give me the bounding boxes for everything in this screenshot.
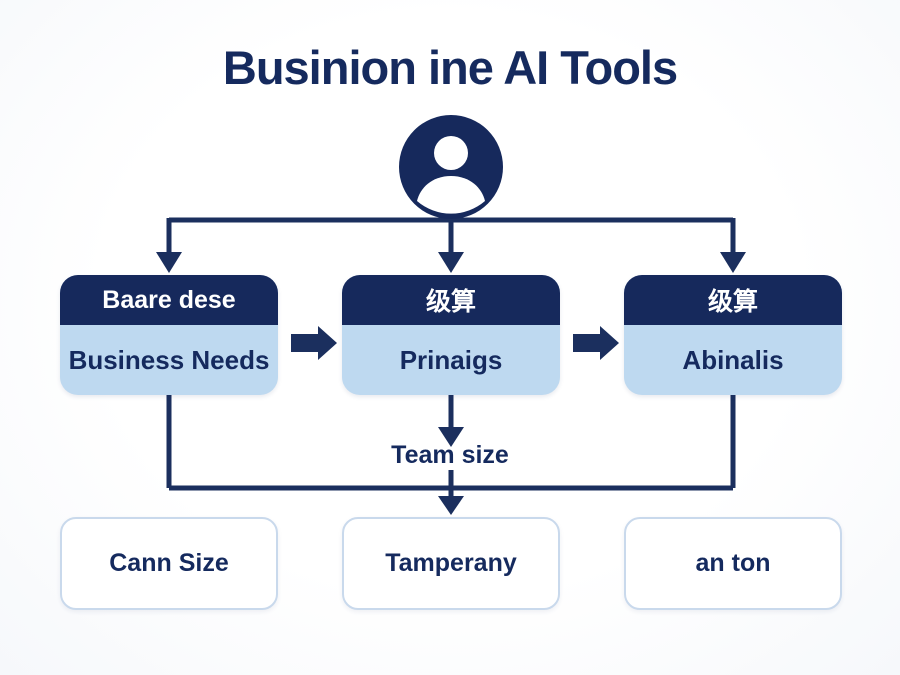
stage-header: 级算 — [342, 275, 560, 325]
stage-label: Business Needs — [68, 344, 270, 375]
stage-box-abinalis: 级算 Abinalis — [624, 275, 842, 395]
top-rail — [166, 217, 736, 256]
team-size-label: Team size — [391, 441, 509, 469]
stage-label: Prinaigs — [399, 344, 503, 375]
stage-box-business-needs: Baare dese Business Needs — [60, 275, 278, 395]
stage-header: 级算 — [624, 275, 842, 325]
output-box-tamperany: Tamperany — [342, 517, 560, 610]
user-icon — [399, 115, 503, 219]
stage-label: Abinalis — [682, 344, 784, 375]
output-box-an-ton: an ton — [624, 517, 842, 610]
output-box-cann-size: Cann Size — [60, 517, 278, 610]
arrow-right-icon — [291, 326, 619, 360]
stage-header: Baare dese — [60, 275, 278, 325]
mid-arrow — [438, 395, 464, 447]
arrow-down-icon — [156, 252, 746, 273]
output-label: Cann Size — [109, 549, 229, 577]
stage-box-prinaigs: 级算 Prinaigs — [342, 275, 560, 395]
bottom-rail — [166, 395, 736, 498]
output-label: Tamperany — [385, 549, 517, 577]
output-label: an ton — [695, 549, 771, 577]
page-title: Businion ine AI Tools — [222, 41, 678, 94]
arrow-down-icon — [438, 496, 464, 515]
